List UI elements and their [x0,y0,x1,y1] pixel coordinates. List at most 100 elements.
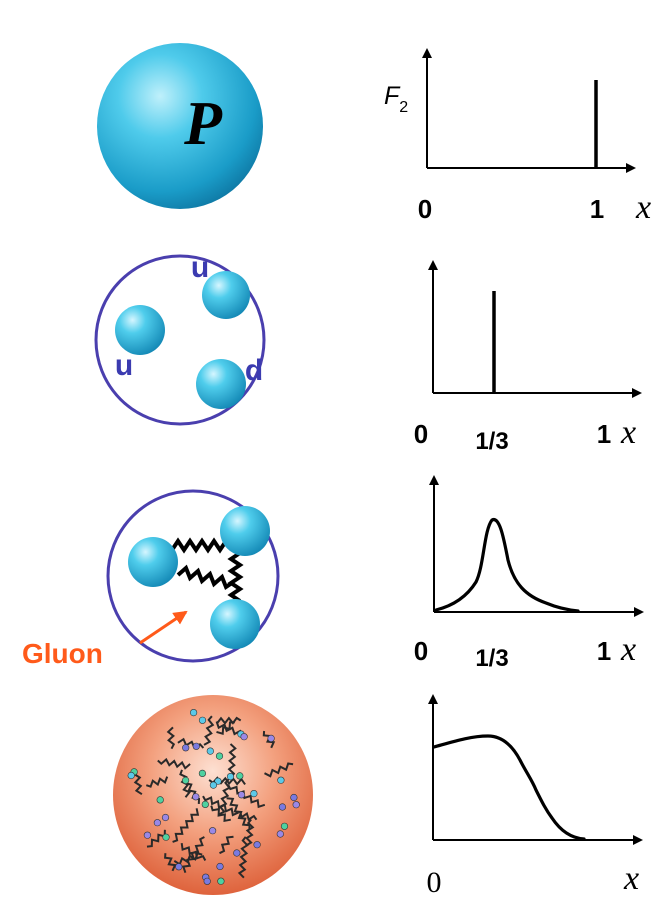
sea-quark-dots [127,708,300,885]
sea-parton-dot [226,772,235,781]
gluon-label: Gluon [22,638,103,669]
chart-4-tick-0: 0 [427,866,442,899]
sea-parton-dot [214,777,222,785]
sea-parton-dot [237,791,246,799]
sea-parton-dot [277,776,285,784]
chart-1-tick-0: 0 [418,194,432,224]
gluon-spring-right [227,551,244,603]
valence-quark-ring: u u d [94,251,266,426]
sea-parton-dot [290,793,298,802]
chart-2-tick-third: 1/3 [475,428,508,455]
sea-parton-dot [175,863,183,871]
chart-2: 0 1/3 1 x [414,260,642,455]
sea-parton-dot [216,862,224,871]
sea-parton-dot [209,781,217,789]
sea-gluon [172,808,200,843]
sea-parton-dot [233,849,241,857]
sea-gluon [157,757,191,770]
quark-label-d: d [245,354,263,387]
chart-3: 0 1/3 1 x [414,475,644,672]
sea-gluon [203,715,215,746]
sea-parton-dot [278,803,287,811]
sea-parton-dot [198,769,206,778]
sea-gluon [184,782,201,804]
bound-quark-ring [106,489,280,663]
sea-parton-dot [182,776,190,785]
sea-gluon [227,743,237,779]
chart-1-tick-1: 1 [590,194,604,224]
quark-sphere-bottom [196,359,246,409]
sea-parton-dot [153,819,161,827]
sea-parton-dot [292,801,300,809]
f2-subscript: 2 [399,99,408,116]
sea-proton-sphere [113,695,313,895]
sea-gluon [226,797,251,830]
sea-parton-dot [143,831,151,839]
sea-parton-dot [240,733,248,741]
sea-gluon [181,836,205,874]
chart-2-tick-1: 1 [597,419,611,449]
f2-label: F2 [384,82,408,116]
gluon-quark-top [220,506,270,556]
gluon-quark-bottom [210,599,260,649]
sea-parton-dot [156,796,164,804]
sea-gluon [177,737,205,750]
chart-2-tick-0: 0 [414,419,428,449]
sea-parton-dot [236,772,244,780]
sea-parton-dot [192,742,200,750]
proton-label: P [183,90,223,158]
sea-parton-dot [190,708,198,717]
chart-3-curve [434,518,580,613]
sea-parton-dot [253,841,261,849]
sea-parton-dot [192,793,200,801]
sea-gluon [164,853,177,872]
sea-parton-dot [127,771,135,780]
sea-gluon [166,726,176,750]
sea-gluon [216,716,242,725]
sea-gluon [244,818,255,847]
sea-parton-dot [280,822,289,830]
sea-parton-dot [182,744,190,752]
chart-4-curve [432,734,586,841]
chart-1-x-label: x [635,189,651,226]
sea-parton-dot [201,800,209,809]
sea-gluon [238,810,258,822]
chart-3-tick-third: 1/3 [475,645,508,672]
sea-gluon [202,795,240,817]
quark-sphere-left [115,305,165,355]
sea-gluon [237,836,249,879]
gluon-quark-left [128,537,178,587]
quark-sphere-top [202,271,250,319]
chart-4: 0 x [427,694,643,899]
sea-parton-dot [215,752,224,760]
sea-gluon [264,762,294,778]
chart-3-tick-1: 1 [597,636,611,666]
chart-3-x-label: x [620,631,636,668]
chart-2-x-label: x [620,414,636,451]
chart-4-x-label: x [623,860,639,897]
sea-gluon [227,784,266,809]
sea-parton-dot [203,877,211,885]
gluon-spring-left [176,564,234,591]
sea-parton-dot [206,747,214,755]
sea-parton-dot [209,827,217,835]
sea-parton-dot [162,833,170,841]
sea-gluon-network [133,715,294,879]
sea-parton-dot [276,830,284,838]
chart-3-tick-0: 0 [414,636,428,666]
sea-gluon [145,776,169,788]
quark-label-u-left: u [115,349,133,382]
sea-parton-dot [198,716,207,724]
gluon-arrow [139,610,188,645]
sea-parton-dot [217,877,225,885]
proton-sphere: P [97,43,263,209]
sea-gluon [219,835,234,855]
sea-gluon [210,805,231,823]
sea-parton-dot [250,789,258,798]
gluon-spring-top [170,537,228,554]
sea-gluon [216,721,235,736]
quark-label-u-top: u [191,251,209,284]
sea-parton-dot [267,734,275,743]
chart-1: F2 0 1 x [384,48,651,226]
